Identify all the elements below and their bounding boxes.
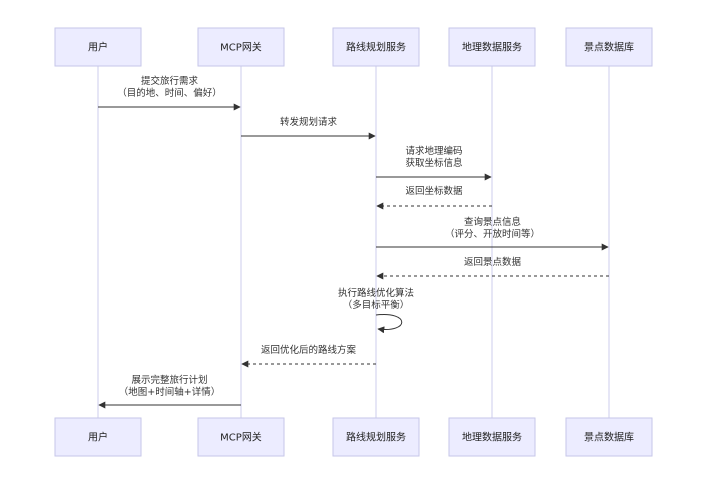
actor-box xyxy=(565,27,653,67)
actor-label: 路线规划服务 xyxy=(346,431,406,444)
actor-label: 地理数据服务 xyxy=(462,431,522,444)
actor-label: 地理数据服务 xyxy=(462,41,522,54)
actor-box xyxy=(54,27,142,67)
message-label: （地图+时间轴+详情） xyxy=(119,386,220,398)
actor-label: 景点数据库 xyxy=(584,41,634,54)
actor-route-bottom: 路线规划服务 xyxy=(332,417,420,457)
message-label: （评分、开放时间等） xyxy=(445,228,540,240)
message-7: 执行路线优化算法（多目标平衡） xyxy=(338,287,414,334)
message-1: 提交旅行需求（目的地、时间、偏好） xyxy=(98,75,241,111)
message-label: 查询景点信息 xyxy=(464,216,521,228)
message-4: 返回坐标数据 xyxy=(376,185,492,210)
message-6: 返回景点数据 xyxy=(376,256,609,280)
actor-gateway-bottom: MCP网关 xyxy=(197,417,285,457)
message-label: 展示完整旅行计划 xyxy=(131,374,207,386)
message-5: 查询景点信息（评分、开放时间等） xyxy=(376,216,609,251)
actor-poi-top: 景点数据库 xyxy=(565,27,653,67)
actor-geo-top: 地理数据服务 xyxy=(448,27,536,67)
actor-label: 用户 xyxy=(88,431,108,444)
actor-box xyxy=(565,417,653,457)
actor-box xyxy=(332,417,420,457)
actor-label: 路线规划服务 xyxy=(346,41,406,54)
message-label: （目的地、时间、偏好） xyxy=(117,87,222,99)
actor-geo-bottom: 地理数据服务 xyxy=(448,417,536,457)
actor-box xyxy=(448,417,536,457)
actor-box xyxy=(448,27,536,67)
message-9: 展示完整旅行计划（地图+时间轴+详情） xyxy=(98,374,241,409)
message-label: （多目标平衡） xyxy=(343,299,410,311)
self-message-arrow xyxy=(375,314,403,334)
actor-user-top: 用户 xyxy=(54,27,142,67)
message-2: 转发规划请求 xyxy=(241,116,376,140)
actor-label: 用户 xyxy=(88,41,108,54)
message-label: 获取坐标信息 xyxy=(405,157,462,169)
message-label: 转发规划请求 xyxy=(280,116,338,128)
actor-label: MCP网关 xyxy=(220,431,262,444)
message-label: 返回坐标数据 xyxy=(405,185,463,197)
actor-box xyxy=(197,417,285,457)
actor-label: 景点数据库 xyxy=(584,431,634,444)
actor-box xyxy=(54,417,142,457)
message-label: 返回优化后的路线方案 xyxy=(261,344,357,356)
actor-label: MCP网关 xyxy=(220,41,262,54)
actor-gateway-top: MCP网关 xyxy=(197,27,285,67)
actor-box xyxy=(197,27,285,67)
actor-poi-bottom: 景点数据库 xyxy=(565,417,653,457)
message-label: 执行路线优化算法 xyxy=(338,287,414,299)
message-label: 提交旅行需求 xyxy=(141,75,199,87)
message-label: 返回景点数据 xyxy=(464,256,522,268)
actor-box xyxy=(332,27,420,67)
actor-route-top: 路线规划服务 xyxy=(332,27,420,67)
message-label: 请求地理编码 xyxy=(405,145,462,157)
actor-user-bottom: 用户 xyxy=(54,417,142,457)
message-8: 返回优化后的路线方案 xyxy=(241,344,376,368)
